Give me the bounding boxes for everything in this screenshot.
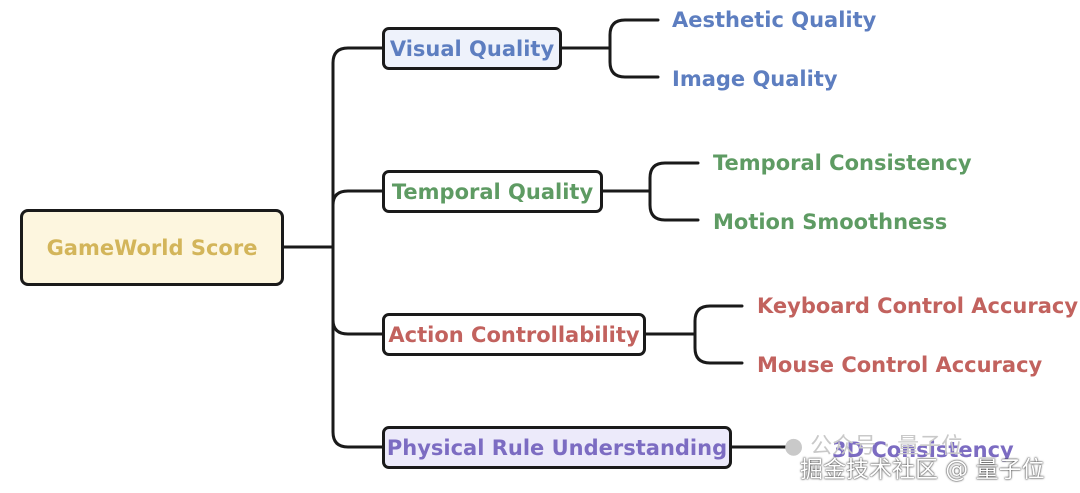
category-visual-quality: Visual Quality xyxy=(382,27,562,70)
leaf-motion-smoothness: Motion Smoothness xyxy=(713,210,948,234)
category-label: Visual Quality xyxy=(389,36,555,61)
leaf-aesthetic-quality: Aesthetic Quality xyxy=(672,8,877,32)
action-bracket xyxy=(693,304,744,365)
leaf-keyboard-control-accuracy: Keyboard Control Accuracy xyxy=(757,294,1079,318)
temporal-bracket xyxy=(648,161,700,222)
leaf-temporal-consistency: Temporal Consistency xyxy=(713,151,972,175)
branch-action xyxy=(331,318,384,336)
leaf-image-quality: Image Quality xyxy=(672,67,838,91)
wechat-watermark: ● 公众号 · 量子位 xyxy=(784,428,963,460)
category-label: Temporal Quality xyxy=(391,179,594,204)
root-label: GameWorld Score xyxy=(46,235,258,260)
category-label: Action Controllability xyxy=(388,322,640,347)
visual-bracket xyxy=(608,18,660,79)
leaf-mouse-control-accuracy: Mouse Control Accuracy xyxy=(757,353,1043,377)
wechat-icon: ● xyxy=(784,434,804,459)
category-action-controllability: Action Controllability xyxy=(382,313,646,356)
main-trunk xyxy=(331,46,384,449)
branch-temporal xyxy=(331,189,384,207)
root-node-gameworld-score: GameWorld Score xyxy=(20,209,284,286)
category-temporal-quality: Temporal Quality xyxy=(382,170,603,213)
leaf-3d-consistency: 3D Consistency xyxy=(832,438,1014,462)
category-label: Physical Rule Understanding xyxy=(386,435,728,460)
wechat-watermark-text: 公众号 · 量子位 xyxy=(810,434,964,459)
category-physical-rule-understanding: Physical Rule Understanding xyxy=(382,426,732,469)
source-watermark: 掘金技术社区 @ 量子位 xyxy=(800,457,1045,483)
